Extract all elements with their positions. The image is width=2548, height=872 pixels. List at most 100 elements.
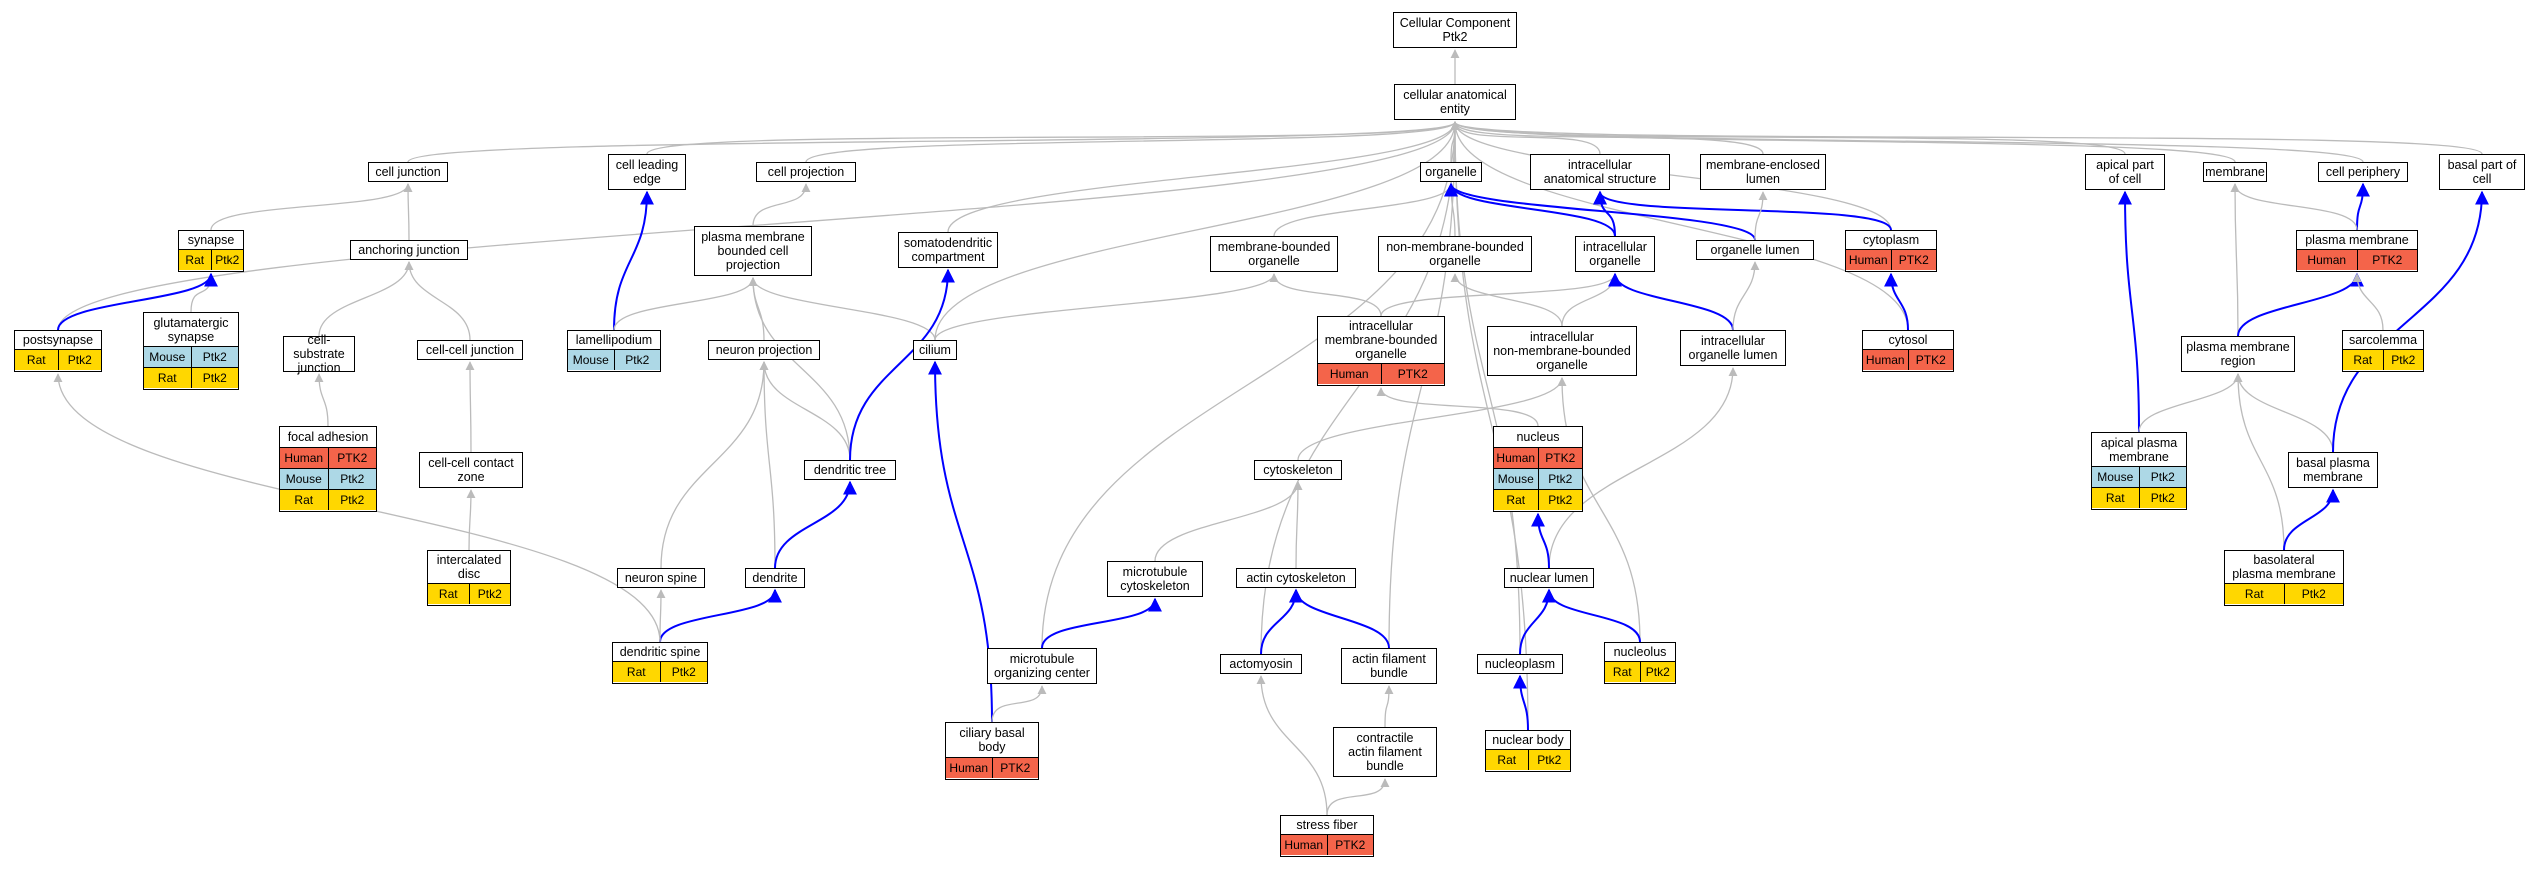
- edge-ccj-to-aj: [404, 261, 471, 341]
- species-cell: Human: [1494, 448, 1538, 468]
- edge-bpm-to-bpc: [2332, 190, 2489, 453]
- species-cell: Rat: [179, 250, 211, 270]
- node-label: organelle lumen: [1710, 242, 1800, 257]
- node-label: nucleolus: [1613, 645, 1667, 659]
- node-label: synapse: [187, 233, 235, 247]
- edge-cle-to-cae: [646, 121, 1460, 155]
- gene-cell: PTK2: [1326, 835, 1373, 855]
- species-cell: Rat: [1494, 490, 1538, 510]
- edge-ias-to-cae: [1450, 121, 1601, 155]
- node-nplasm: nucleoplasm: [1477, 654, 1563, 674]
- node-label: cytoplasm: [1862, 233, 1920, 247]
- edge-cperiph-to-cae: [1450, 121, 2364, 163]
- node-cperiph: cell periphery: [2318, 162, 2408, 182]
- edge-mtcs-to-cytoskel: [1154, 481, 1303, 562]
- edge-nucleolus-to-nlumen: [1542, 588, 1641, 643]
- node-pmbcp: plasma membrane bounded cell projection: [694, 226, 812, 276]
- node-label: apical plasma membrane: [2100, 435, 2178, 464]
- node-label: dendrite: [752, 570, 798, 585]
- edge-lamel-to-pmbcp: [613, 277, 758, 331]
- node-label: anchoring junction: [358, 242, 460, 257]
- edge-nproj-to-pmbcp: [748, 277, 765, 341]
- node-dendrite: dendrite: [745, 568, 805, 588]
- edge-aj-to-cj: [403, 183, 413, 241]
- node-label: cell-cell junction: [425, 342, 515, 357]
- node-label: focal adhesion: [287, 430, 369, 444]
- node-label: microtubule organizing center: [994, 651, 1090, 680]
- node-label: nuclear lumen: [1509, 570, 1589, 585]
- species-cell: Human: [1863, 350, 1908, 370]
- edge-mtoc-to-cae: [1041, 121, 1460, 649]
- species-cell: Rat: [15, 350, 58, 370]
- node-cytoskel: cytoskeleton: [1254, 460, 1342, 480]
- species-cell: Mouse: [2092, 467, 2139, 487]
- edge-actomyosin-to-cae: [1260, 121, 1460, 655]
- species-cell: Mouse: [144, 347, 191, 367]
- gene-cell: Ptk2: [1527, 750, 1570, 770]
- node-bpc: basal part of cell: [2439, 154, 2525, 190]
- edge-cbb-to-cilium: [928, 360, 993, 723]
- species-cell: Rat: [2225, 584, 2284, 604]
- edge-iol-to-olumen: [1732, 261, 1760, 331]
- node-inmbo: intracellular non-membrane-bounded organ…: [1487, 326, 1637, 376]
- edge-dspine-to-nspine: [656, 589, 666, 643]
- edge-cytoskel-to-inmbo: [1297, 377, 1567, 461]
- edge-fa-to-csj: [314, 373, 329, 427]
- node-label: membrane-bounded organelle: [1217, 239, 1331, 268]
- node-label: intracellular organelle lumen: [1688, 333, 1778, 362]
- node-label: cell projection: [767, 164, 845, 179]
- species-cell: Rat: [2343, 350, 2383, 370]
- species-cell: Rat: [613, 662, 660, 682]
- species-cell: Human: [1846, 250, 1891, 270]
- edge-synapse-to-cj: [210, 183, 413, 231]
- node-actcs: actin cytoskeleton: [1236, 568, 1356, 588]
- node-iol: intracellular organelle lumen: [1680, 330, 1786, 366]
- edge-apm-to-pmr: [2138, 373, 2243, 433]
- edge-cccz-to-ccj: [465, 361, 475, 453]
- edge-cilium-to-pmbcp: [748, 277, 936, 341]
- gene-cell: PTK2: [327, 448, 376, 468]
- edge-nlumen-to-iol: [1548, 367, 1738, 569]
- edge-sarco-to-pm: [2352, 273, 2384, 331]
- node-label: postsynapse: [22, 333, 94, 347]
- edge-membrane-to-cae: [1450, 121, 2236, 163]
- node-label: lamellipodium: [575, 333, 653, 347]
- node-label: stress fiber: [1296, 818, 1358, 832]
- edge-idisc-to-cccz: [466, 489, 476, 551]
- edge-nlumen-to-nucleus: [1531, 512, 1550, 569]
- edge-dtree-to-nproj: [759, 361, 851, 461]
- gene-cell: PTK2: [991, 758, 1038, 778]
- node-label: basal plasma membrane: [2296, 455, 2370, 484]
- node-label: plasma membrane bounded cell projection: [701, 229, 805, 272]
- species-cell: Rat: [280, 490, 328, 510]
- node-label: cilium: [919, 342, 951, 357]
- node-label: cell periphery: [2325, 164, 2401, 179]
- node-label: dendritic spine: [619, 645, 701, 659]
- gene-cell: Ptk2: [2283, 584, 2343, 604]
- gene-cell: Ptk2: [659, 662, 707, 682]
- node-label: plasma membrane region: [2186, 339, 2290, 368]
- edge-postsyn-to-cae: [57, 121, 1460, 331]
- edge-actomyosin-to-actcs: [1260, 588, 1303, 655]
- node-label: nuclear body: [1492, 733, 1564, 747]
- gene-cell: Ptk2: [327, 469, 376, 489]
- gene-cell: PTK2: [1380, 364, 1444, 384]
- node-label: basolateral plasma membrane: [2232, 553, 2336, 581]
- edge-olumen-to-mel: [1754, 191, 1768, 241]
- species-cell: Rat: [428, 584, 469, 604]
- node-label: actin cytoskeleton: [1246, 570, 1346, 585]
